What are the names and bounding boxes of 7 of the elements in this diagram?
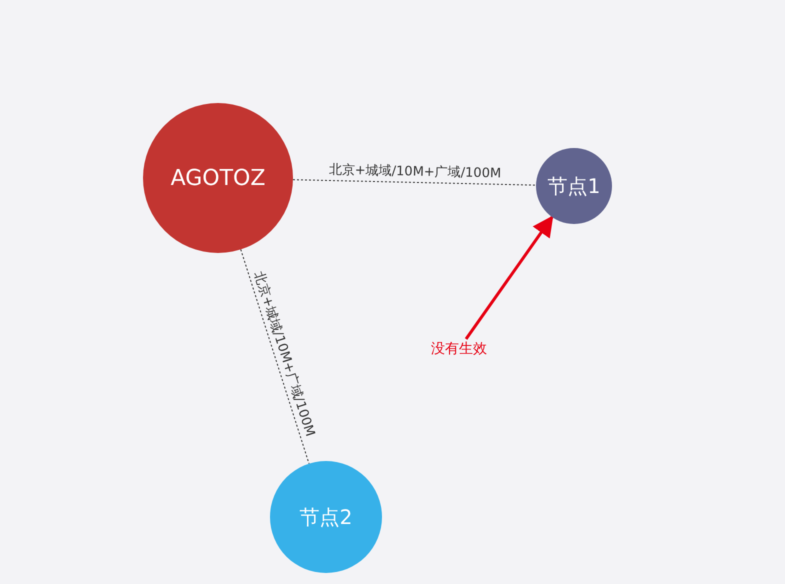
node-circle: AGOTOZ	[143, 103, 293, 253]
arrow	[464, 215, 554, 340]
node-circle: 节点2	[270, 461, 382, 573]
connector-line	[240, 248, 310, 464]
annotation-text: 没有生效	[424, 339, 494, 359]
connector-line	[292, 179, 536, 186]
node-circle: 节点1	[536, 148, 612, 224]
